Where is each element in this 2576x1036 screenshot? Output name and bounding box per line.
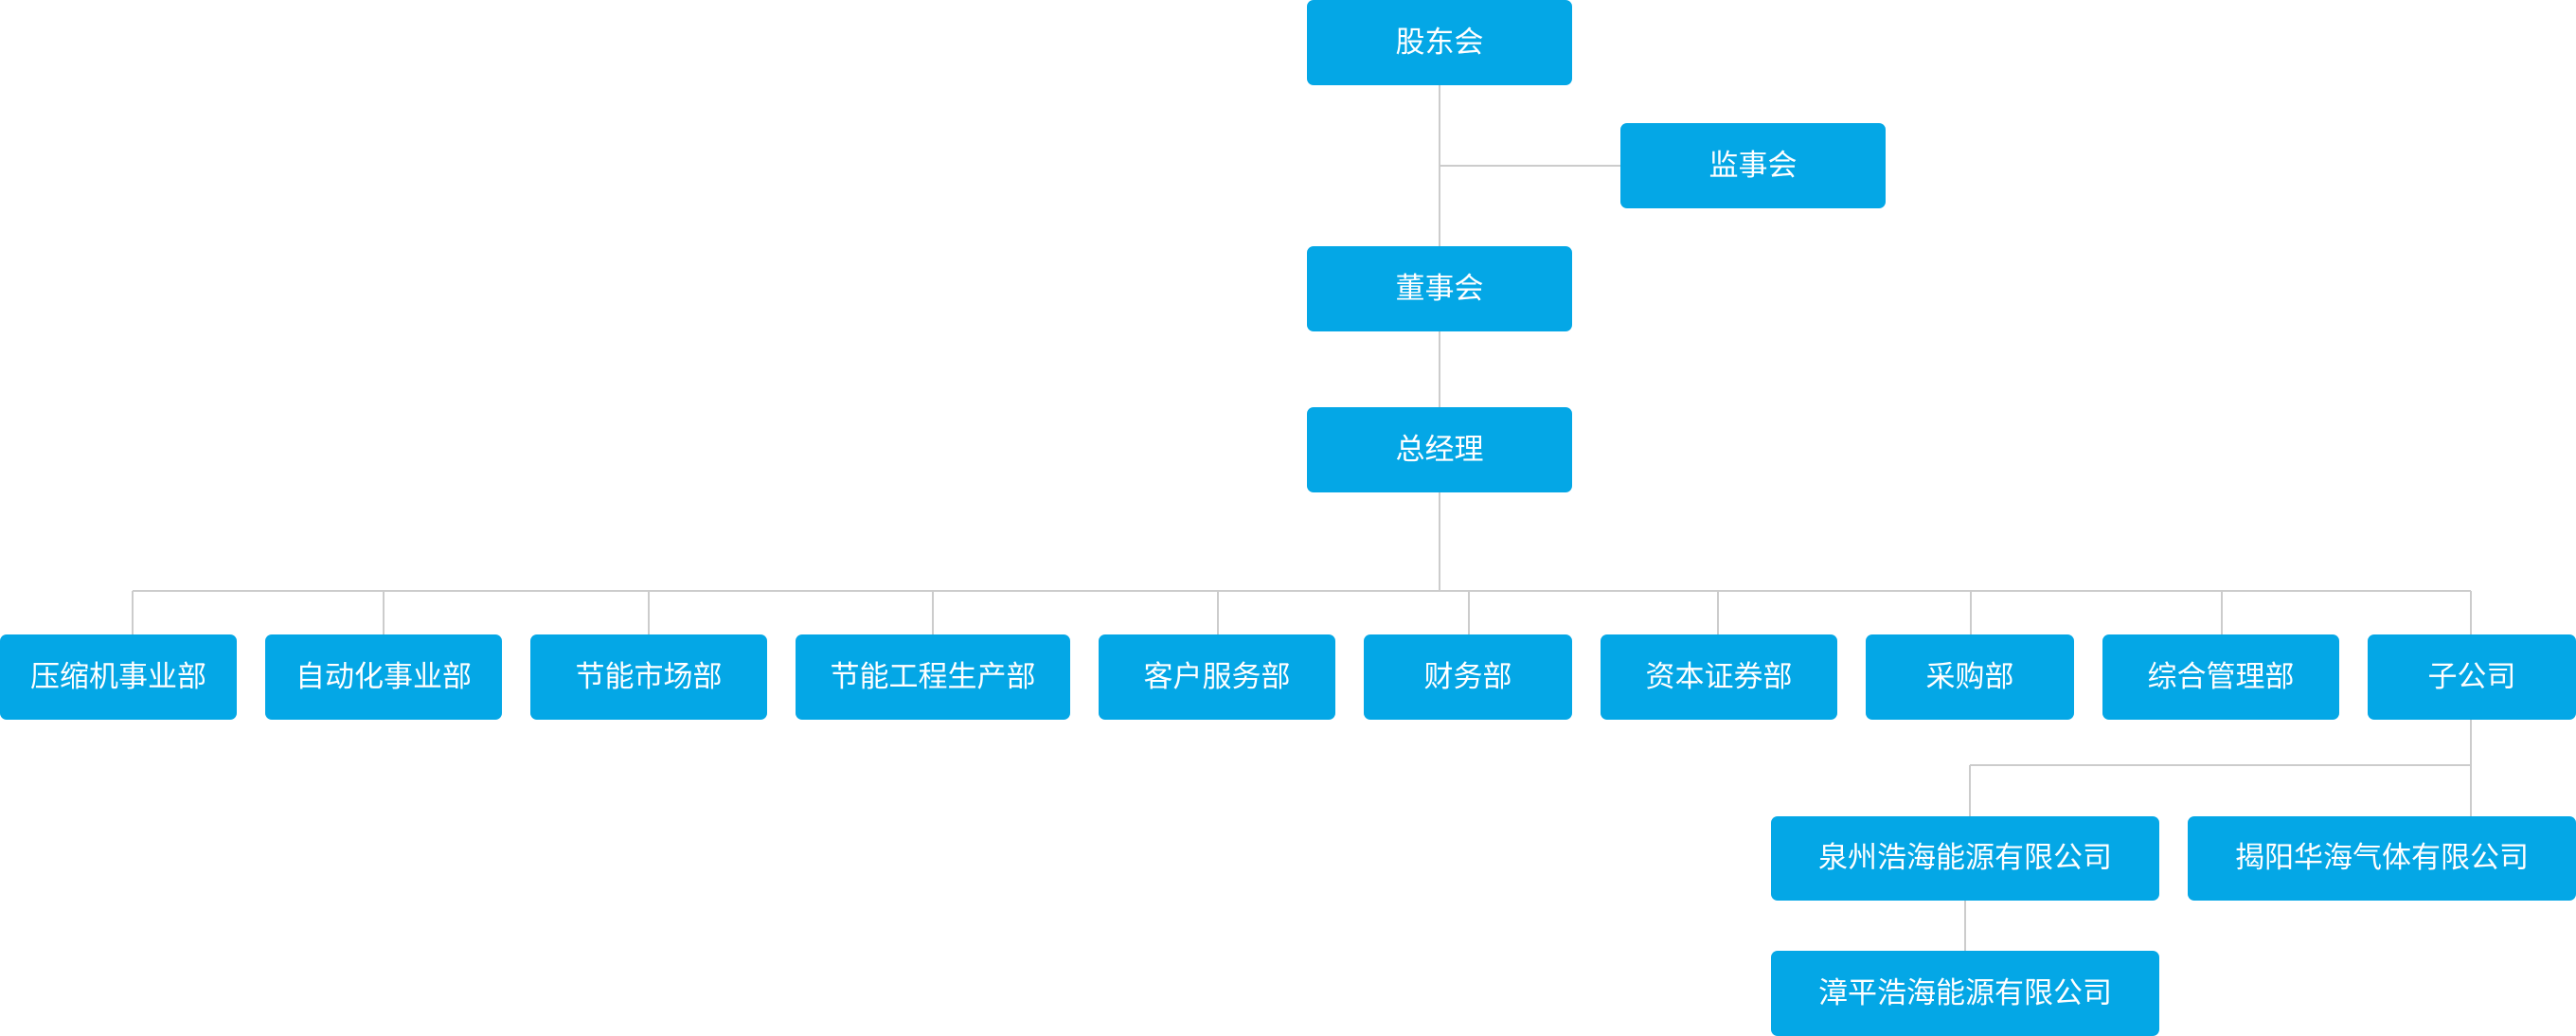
node-label: 董事会 <box>1395 271 1484 306</box>
node-label: 节能市场部 <box>575 659 723 694</box>
node-label: 股东会 <box>1395 25 1484 60</box>
node-label: 客户服务部 <box>1143 659 1291 694</box>
node-department: 压缩机事业部 <box>0 634 237 720</box>
node-department: 节能市场部 <box>530 634 767 720</box>
node-shareholders: 股东会 <box>1307 0 1572 85</box>
node-label: 采购部 <box>1925 659 2014 694</box>
node-label: 节能工程生产部 <box>830 659 1036 694</box>
node-label: 子公司 <box>2427 659 2516 694</box>
node-label: 财务部 <box>1423 659 1512 694</box>
node-department: 资本证券部 <box>1601 634 1837 720</box>
node-label: 综合管理部 <box>2147 659 2295 694</box>
node-label: 自动化事业部 <box>295 659 472 694</box>
node-department: 节能工程生产部 <box>796 634 1070 720</box>
node-supervisors: 监事会 <box>1620 123 1886 208</box>
node-label: 漳平浩海能源有限公司 <box>1818 975 2112 1010</box>
node-label: 总经理 <box>1395 432 1484 467</box>
node-department: 自动化事业部 <box>265 634 502 720</box>
node-subsidiary: 漳平浩海能源有限公司 <box>1771 951 2159 1036</box>
node-department: 采购部 <box>1866 634 2074 720</box>
node-department: 综合管理部 <box>2102 634 2339 720</box>
node-department: 财务部 <box>1364 634 1572 720</box>
node-board: 董事会 <box>1307 246 1572 331</box>
node-label: 压缩机事业部 <box>30 659 206 694</box>
node-department-subsidiaries: 子公司 <box>2368 634 2576 720</box>
node-subsidiary: 泉州浩海能源有限公司 <box>1771 816 2159 901</box>
node-label: 资本证券部 <box>1645 659 1793 694</box>
node-label: 监事会 <box>1708 148 1798 183</box>
node-department: 客户服务部 <box>1099 634 1335 720</box>
node-label: 泉州浩海能源有限公司 <box>1818 841 2112 875</box>
node-subsidiary: 揭阳华海气体有限公司 <box>2188 816 2576 901</box>
node-general-manager: 总经理 <box>1307 407 1572 492</box>
node-label: 揭阳华海气体有限公司 <box>2235 841 2529 875</box>
